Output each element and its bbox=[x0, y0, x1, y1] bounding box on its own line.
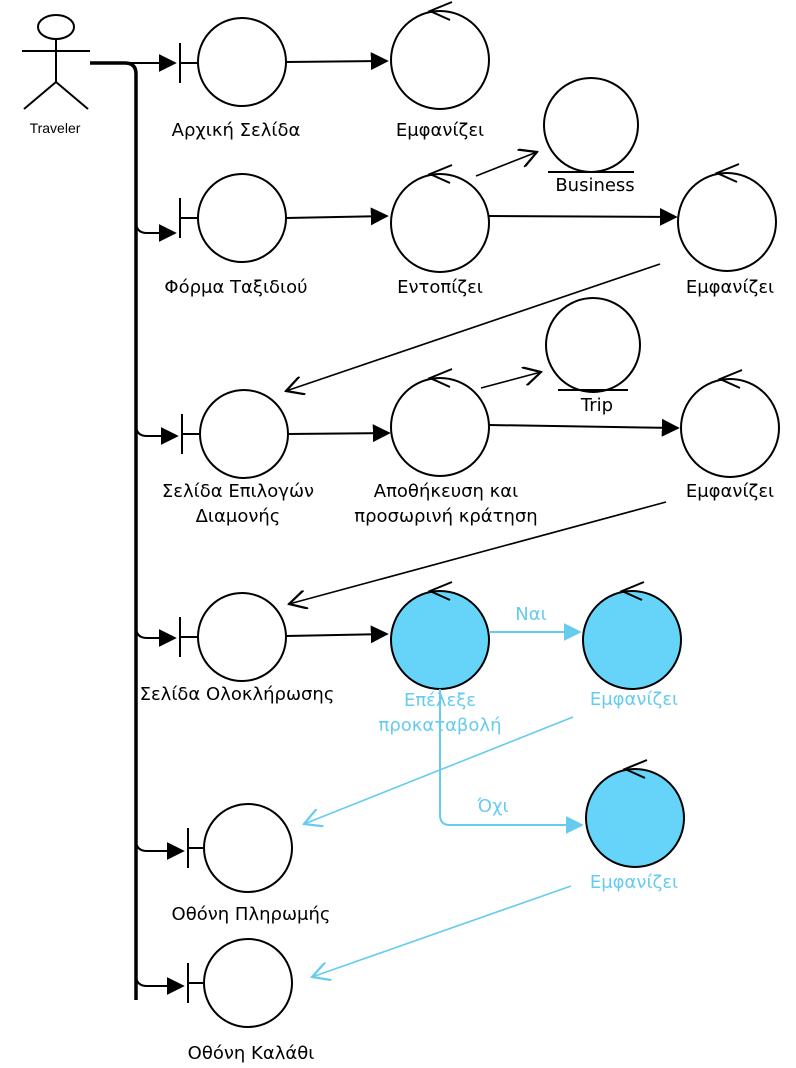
control-display-home[interactable]: Εμφανίζει bbox=[390, 1, 490, 141]
flow-arrows-conditional: Ναι Όχι bbox=[304, 604, 584, 977]
control-label: Εμφανίζει bbox=[396, 120, 484, 141]
control-display-form-result[interactable]: Εμφανίζει bbox=[677, 163, 777, 298]
boundary-label-line1: Σελίδα Επιλογών bbox=[162, 481, 314, 502]
boundary-home-page[interactable]: Αρχική Σελίδα bbox=[172, 17, 301, 141]
edge-form-to-locate bbox=[285, 207, 389, 226]
control-label: Εμφανίζει bbox=[686, 277, 774, 298]
boundary-label: Οθόνη Καλάθι bbox=[188, 1043, 315, 1064]
edge-choose-no bbox=[439, 689, 584, 834]
entity-label: Business bbox=[555, 175, 634, 196]
edge-stay-options-to-save bbox=[287, 424, 391, 443]
actor-label: Traveler bbox=[30, 120, 81, 136]
boundary-label-line2: Διαμονής bbox=[196, 506, 281, 527]
boundary-label: Οθόνη Πληρωμής bbox=[172, 904, 331, 925]
flow-arrows bbox=[285, 52, 680, 644]
control-save-temp-booking[interactable]: Αποθήκευση και προσωρινή κράτηση bbox=[354, 368, 538, 527]
boundary-cart-screen[interactable]: Οθόνη Καλάθι bbox=[187, 938, 315, 1064]
actor-traveler[interactable]: Traveler bbox=[22, 14, 90, 136]
boundary-trip-form[interactable]: Φόρμα Ταξιδιού bbox=[164, 173, 308, 298]
control-label: Εμφανίζει bbox=[590, 872, 678, 893]
edge-label-no: Όχι bbox=[476, 796, 508, 817]
actor-connectors bbox=[90, 54, 185, 1000]
edge-yes-to-payment bbox=[304, 716, 574, 824]
boundary-label: Φόρμα Ταξιδιού bbox=[164, 277, 307, 298]
control-label-line1: Αποθήκευση και bbox=[374, 481, 518, 502]
entity-business[interactable]: Business bbox=[543, 77, 639, 196]
edge-display-to-completion bbox=[289, 501, 667, 604]
edge-locate-to-display bbox=[488, 207, 678, 226]
control-label-line2: προσωρινή κράτηση bbox=[354, 506, 537, 527]
boundary-label: Σελίδα Ολοκλήρωσης bbox=[140, 684, 335, 705]
entity-trip[interactable]: Trip bbox=[545, 297, 641, 416]
edge-save-to-trip bbox=[480, 372, 541, 389]
edge-no-to-cart bbox=[312, 885, 572, 977]
control-display-yes[interactable]: Εμφανίζει bbox=[582, 581, 682, 710]
boundary-payment-screen[interactable]: Οθόνη Πληρωμής bbox=[172, 803, 331, 925]
control-display-saved[interactable]: Εμφανίζει bbox=[680, 369, 780, 502]
boundary-stay-options[interactable]: Σελίδα Επιλογών Διαμονής bbox=[162, 389, 314, 527]
control-locate[interactable]: Εντοπίζει bbox=[390, 164, 490, 298]
edge-label-yes: Ναι bbox=[515, 604, 546, 625]
control-label: Εμφανίζει bbox=[686, 481, 774, 502]
entity-label: Trip bbox=[580, 395, 613, 416]
edge-display-to-stay-options bbox=[286, 263, 661, 391]
boundary-completion-page[interactable]: Σελίδα Ολοκλήρωσης bbox=[140, 592, 335, 705]
control-label: Εμφανίζει bbox=[590, 689, 678, 710]
control-display-no[interactable]: Εμφανίζει bbox=[585, 759, 685, 893]
edge-locate-to-business bbox=[475, 152, 537, 177]
control-label: Εντοπίζει bbox=[397, 277, 483, 298]
edge-completion-to-choose bbox=[285, 625, 389, 644]
edge-home-to-display bbox=[285, 52, 389, 71]
boundary-label: Αρχική Σελίδα bbox=[172, 120, 301, 141]
edge-save-to-display bbox=[488, 418, 680, 437]
